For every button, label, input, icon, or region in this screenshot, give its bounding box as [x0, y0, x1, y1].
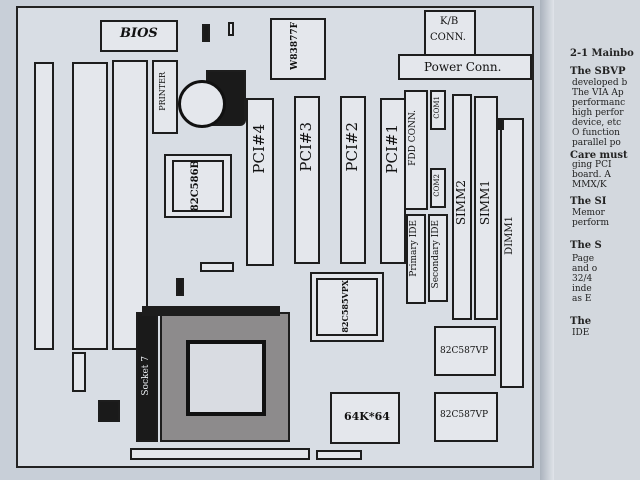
secondary-ide-label: Secondary IDE [431, 220, 441, 289]
isa-slot-1 [34, 62, 54, 350]
printer-label: PRINTER [158, 72, 167, 111]
com2-label: COM2 [433, 174, 441, 197]
jumper-cpu-2 [176, 278, 184, 296]
book-spine-shadow [540, 0, 554, 480]
fdd-connector [404, 90, 428, 210]
jumper-block-top [202, 24, 210, 42]
isa-slot-2 [72, 62, 108, 350]
battery-cell [178, 80, 226, 128]
side-text-line: device, etc [572, 118, 622, 128]
pci-slot-1 [380, 98, 406, 264]
socket7-top-rail [142, 306, 280, 316]
bios-chip [100, 20, 178, 52]
chip-82c587vp-b-label: 82C587VP [440, 410, 489, 420]
socket7-frame [186, 340, 266, 416]
com1-connector [430, 90, 446, 130]
pci1-label: PCI#1 [383, 124, 401, 174]
side-text-line: as E [572, 294, 592, 304]
socket7-body [160, 312, 290, 442]
chip-82c586b-label: 82C586B [190, 160, 201, 212]
side-text-line: 2-1 Mainbo [570, 48, 634, 59]
pci2-label: PCI#2 [343, 122, 361, 172]
side-text-line: The SBVP [570, 66, 626, 77]
pci4-label: PCI#4 [250, 124, 268, 174]
book-page-right [548, 0, 640, 480]
pci-slot-4 [246, 98, 274, 266]
primary-ide-label: Primary IDE [409, 220, 419, 277]
side-text-line: and o [572, 264, 598, 274]
jumper-left-2 [98, 400, 120, 422]
side-text-line: developed b [572, 78, 628, 88]
primary-ide-connector [406, 214, 426, 304]
simm2-label: SIMM2 [454, 180, 468, 226]
power-conn-label: Power Conn. [424, 60, 502, 74]
simm2-slot [452, 94, 472, 320]
side-text-line: high perfor [572, 108, 624, 118]
side-text-line: The S [570, 240, 602, 251]
com2-connector [430, 168, 446, 208]
chip-82c587vp-b [434, 392, 498, 442]
printer-connector [152, 60, 178, 134]
chip-82c585vpx-inner [316, 278, 378, 336]
jumper-left-1 [72, 352, 86, 392]
dimm-label: DIMM1 [504, 216, 515, 255]
w83877f-label: W83877F [290, 22, 300, 70]
side-text-line: Page [572, 254, 595, 264]
side-text-line: IDE [572, 328, 590, 338]
fdd-label: FDD CONN. [408, 110, 418, 166]
power-connector [398, 54, 532, 80]
kb-conn-label-1: K/B [440, 16, 459, 27]
secondary-ide-connector [428, 214, 448, 302]
pci-slot-3 [294, 96, 320, 264]
front-panel-header-2 [316, 450, 362, 460]
side-text-line: perform [572, 218, 609, 228]
side-text-line: 32/4 [572, 274, 593, 284]
simm1-label: SIMM1 [478, 180, 492, 226]
dimm-slot [500, 118, 524, 388]
pci-slot-2 [340, 96, 366, 264]
jumper-cpu-1 [200, 262, 234, 272]
cache-label: 64K*64 [344, 410, 390, 423]
cache-chip [330, 392, 400, 444]
side-text-line: Memor [572, 208, 605, 218]
side-text-line: MMX/K [572, 180, 607, 190]
jumper-block-top2 [228, 22, 234, 36]
side-text-line: parallel po [572, 138, 621, 148]
chip-82c587vp-a-label: 82C587VP [440, 346, 489, 356]
side-text-line: board. A [572, 170, 611, 180]
front-panel-header [130, 448, 310, 460]
side-text-line: The SI [570, 196, 607, 207]
chip-82c587vp-a [434, 326, 496, 376]
isa-slot-3 [112, 60, 148, 350]
com1-label: COM1 [433, 96, 441, 119]
pci3-label: PCI#3 [297, 122, 315, 172]
chip-82c585vpx-label: 82C585VPX [340, 280, 350, 333]
bios-label: BIOS [120, 26, 158, 41]
side-text-line: O function [572, 128, 620, 138]
socket7-label: Socket 7 [141, 356, 151, 396]
side-text-line: Care must [570, 150, 628, 161]
side-text-line: ging PCI [572, 160, 612, 170]
w83877f-chip [270, 18, 326, 80]
side-text-line: performanc [572, 98, 626, 108]
side-text-line: inde [572, 284, 592, 294]
simm1-slot [474, 96, 498, 320]
side-text-line: The VIA Ap [572, 88, 624, 98]
dimm-latch [498, 118, 504, 130]
chip-82c586b-inner [172, 160, 224, 212]
side-text-line: The [570, 316, 592, 327]
kb-conn-label-2: CONN. [430, 32, 466, 43]
